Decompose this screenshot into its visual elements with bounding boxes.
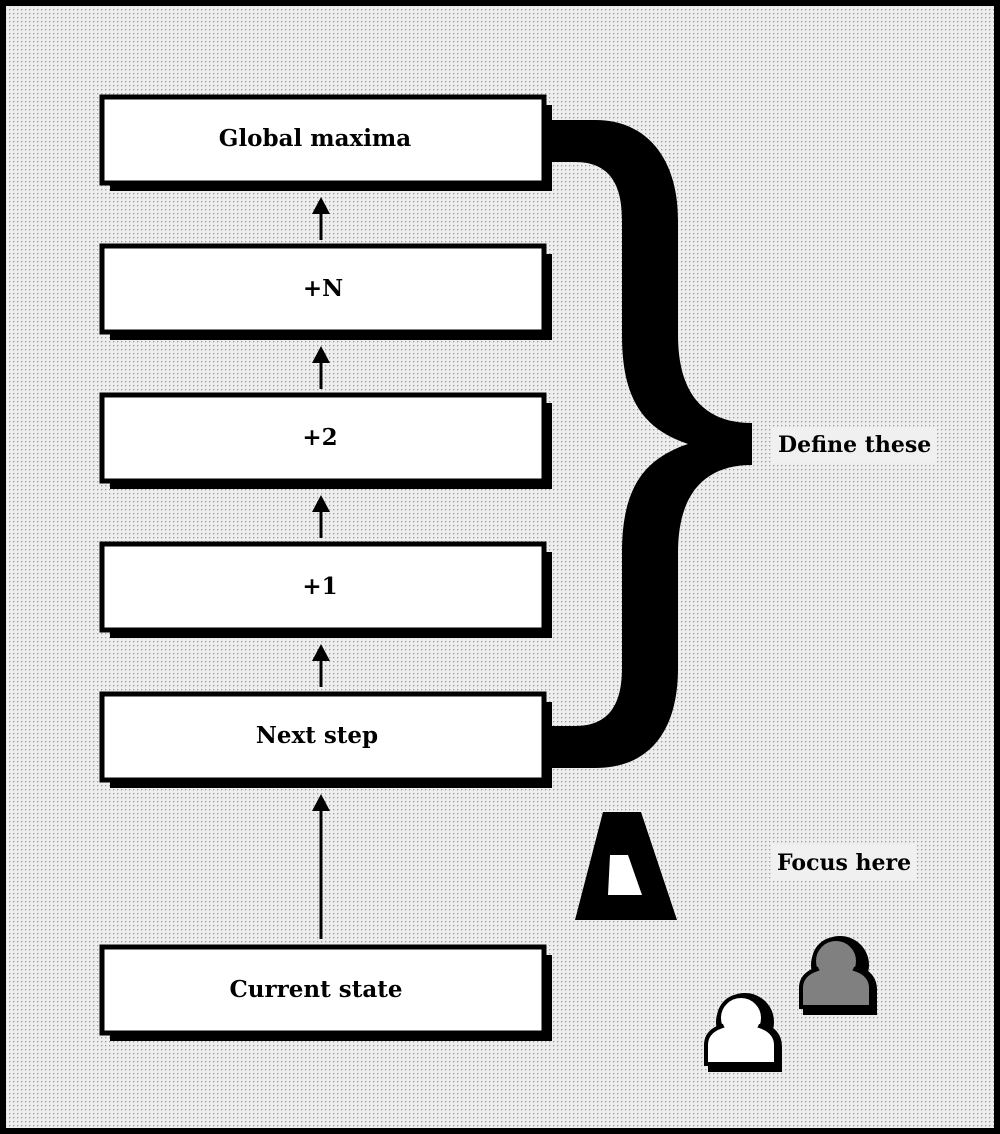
step-box-plus-n: +N	[99, 243, 552, 340]
step-arrows	[312, 197, 330, 939]
step-label-plus-n: +N	[303, 275, 343, 302]
arrow-plusN-to-global	[312, 197, 330, 240]
step-label-global-maxima: Global maxima	[219, 125, 411, 152]
person-icon-front	[704, 993, 782, 1072]
step-box-plus-2: +2	[99, 392, 552, 489]
arrow-next-to-plus1	[312, 644, 330, 687]
step-box-global-maxima: Global maxima	[99, 94, 552, 191]
step-label-current-state: Current state	[230, 976, 403, 1003]
arrow-plus2-to-plusN	[312, 346, 330, 389]
step-label-next-step: Next step	[256, 722, 378, 749]
arrow-current-to-next	[312, 794, 330, 939]
step-box-plus-1: +1	[99, 541, 552, 638]
brace-label: Define these	[772, 427, 938, 463]
step-box-next-step: Next step	[99, 691, 552, 788]
delta-label: Focus here	[771, 845, 918, 881]
delta-icon	[575, 812, 677, 920]
arrow-plus1-to-plus2	[312, 495, 330, 538]
curly-brace	[548, 120, 752, 768]
step-label-plus-1: +1	[302, 573, 337, 600]
person-icon-back	[799, 936, 877, 1015]
step-box-current-state: Current state	[99, 944, 552, 1041]
step-label-plus-2: +2	[302, 424, 337, 451]
